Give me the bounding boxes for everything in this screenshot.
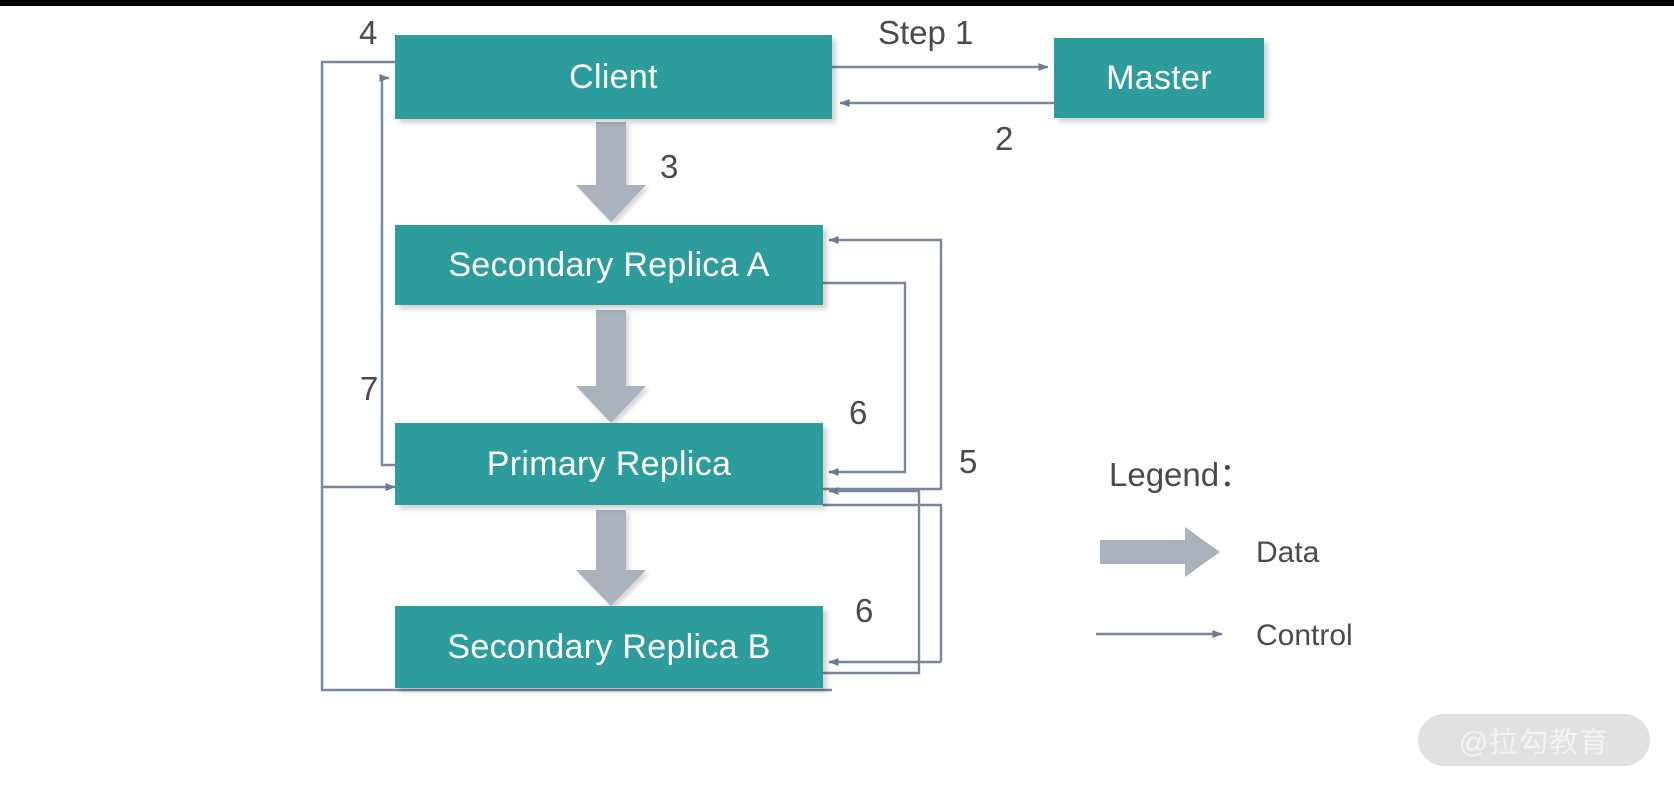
node-secondary-replica-a-label: Secondary Replica A	[448, 245, 770, 284]
step-label-7: 7	[360, 370, 379, 407]
arrow-loop-5	[823, 236, 943, 491]
node-master-label: Master	[1106, 58, 1212, 97]
watermark-text: @拉勾教育	[1458, 727, 1610, 759]
watermark: @拉勾教育	[1418, 714, 1650, 766]
arrow-loop-6-top	[823, 281, 907, 476]
arrow-loop-4	[320, 60, 832, 692]
top-black-bar	[0, 0, 1674, 6]
step-label-4: 4	[359, 14, 378, 51]
legend-label-data: Data	[1256, 536, 1320, 569]
node-secondary-replica-b[interactable]: Secondary Replica B	[395, 606, 823, 688]
data-arrow-client-to-a	[576, 122, 646, 222]
node-client[interactable]: Client	[395, 35, 832, 119]
node-primary-replica[interactable]: Primary Replica	[395, 423, 823, 505]
step-label-6-top: 6	[849, 394, 868, 431]
arrow-loop-6-bottom	[823, 487, 921, 675]
step-label-6-bottom: 6	[855, 592, 874, 629]
legend-title: Legend：	[1109, 456, 1253, 493]
legend-data-arrow-icon	[1100, 527, 1220, 577]
step-label-3: 3	[660, 148, 679, 185]
arrow-loop-b-leg	[823, 503, 943, 662]
arrow-loop-7	[379, 74, 395, 467]
node-client-label: Client	[569, 57, 658, 96]
node-master[interactable]: Master	[1054, 38, 1264, 118]
data-arrow-primary-to-b	[576, 510, 646, 606]
data-arrow-a-to-primary	[576, 310, 646, 423]
node-secondary-replica-b-label: Secondary Replica B	[447, 627, 771, 666]
node-secondary-replica-a[interactable]: Secondary Replica A	[395, 225, 823, 305]
legend-label-control: Control	[1256, 619, 1353, 652]
step-label-5: 5	[959, 443, 978, 480]
step-label-2: 2	[995, 120, 1014, 157]
step-label-step-1: Step 1	[878, 14, 974, 51]
node-primary-replica-label: Primary Replica	[486, 444, 732, 483]
